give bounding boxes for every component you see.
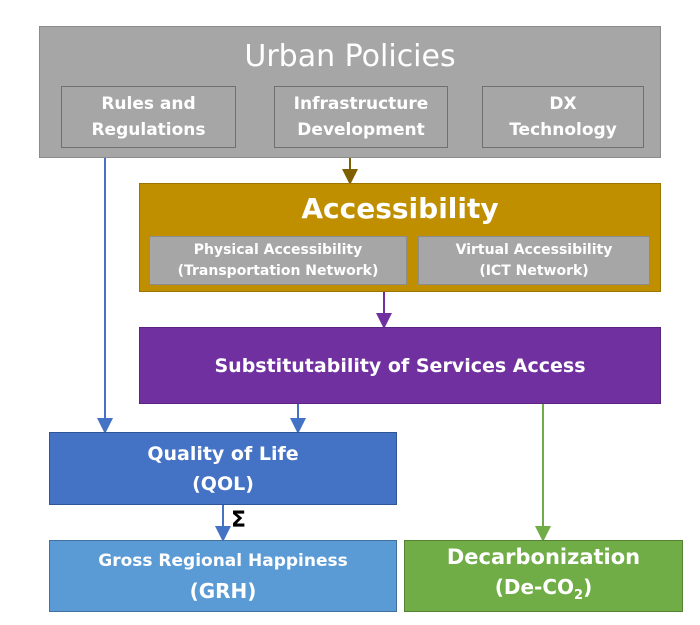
accessibility-title: Accessibility: [301, 192, 499, 225]
dx-line1: DX: [549, 94, 577, 114]
infrastructure-line1: Infrastructure: [293, 94, 429, 114]
physical-line2: (Transportation Network): [177, 262, 379, 279]
decarbonization-line1: Decarbonization: [446, 544, 641, 569]
grh-line1: Gross Regional Happiness: [98, 551, 348, 571]
virtual-accessibility-box: Virtual Accessibility (ICT Network): [418, 236, 650, 285]
decarbonization-line2-sub: 2: [574, 587, 584, 603]
virtual-line1: Virtual Accessibility: [455, 241, 613, 258]
decarbonization-line2: (De-CO2): [495, 572, 592, 611]
decarbonization-line2-suffix: ): [583, 574, 593, 599]
physical-accessibility-box: Physical Accessibility (Transportation N…: [149, 236, 407, 285]
quality-of-life-box: Quality of Life (QOL): [49, 432, 397, 505]
decarbonization-line2-prefix: (De-CO: [494, 574, 575, 599]
physical-line1: Physical Accessibility: [193, 241, 363, 258]
gross-regional-happiness-box: Gross Regional Happiness (GRH): [49, 540, 397, 612]
qol-line1: Quality of Life: [147, 442, 299, 465]
substitutability-box: Substitutability of Services Access: [139, 327, 661, 404]
rules-line2: Regulations: [91, 120, 206, 140]
dx-line2: Technology: [509, 120, 617, 140]
infrastructure-development-box: Infrastructure Development: [274, 86, 448, 148]
decarbonization-box: Decarbonization (De-CO2): [404, 540, 683, 612]
urban-policies-title: Urban Policies: [244, 39, 456, 74]
rules-and-regulations-box: Rules and Regulations: [61, 86, 236, 148]
substitutability-title: Substitutability of Services Access: [214, 354, 586, 377]
virtual-line2: (ICT Network): [479, 262, 589, 279]
infrastructure-line2: Development: [297, 120, 425, 140]
sum-symbol: Σ: [231, 508, 247, 533]
qol-line2: (QOL): [192, 472, 254, 495]
dx-technology-box: DX Technology: [482, 86, 644, 148]
grh-line2: (GRH): [189, 579, 257, 603]
rules-line1: Rules and: [101, 94, 196, 114]
